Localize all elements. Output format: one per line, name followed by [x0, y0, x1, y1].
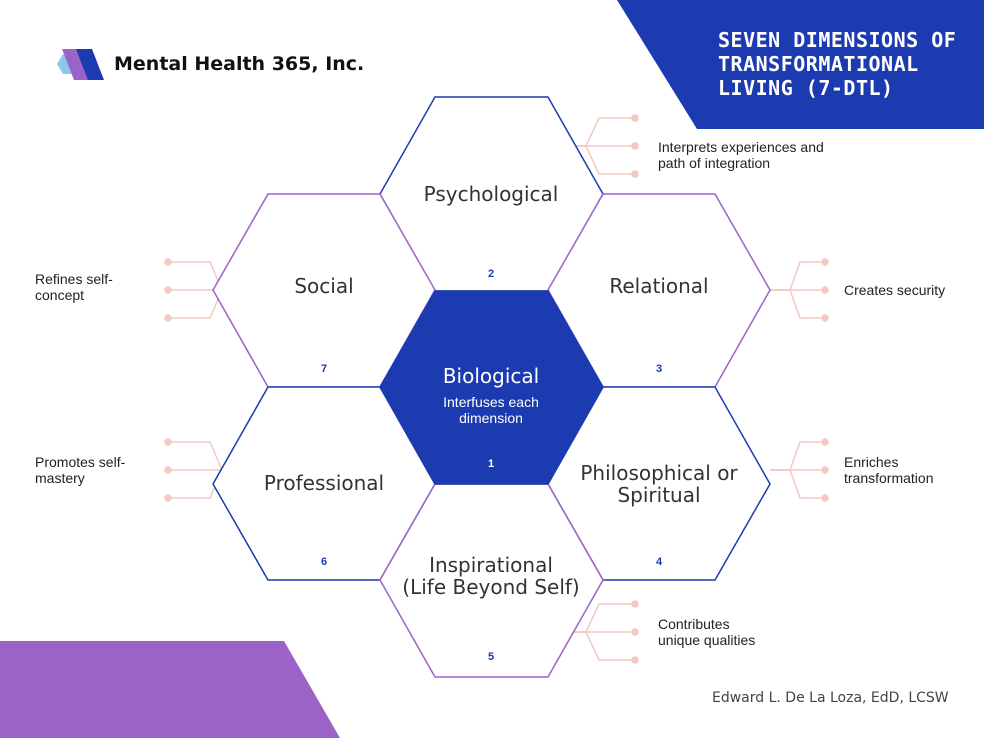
dimension-name-biological: Biological — [442, 364, 540, 388]
brand-logo-icon — [57, 49, 104, 80]
connector-relational — [770, 258, 829, 322]
dimension-number-social: 7 — [320, 363, 328, 375]
hex-biological — [379, 290, 604, 485]
connector-spiritual — [770, 438, 829, 502]
dimension-number-biological: 1 — [487, 458, 495, 470]
note-relational: Creates security — [844, 282, 946, 298]
dimension-number-inspirational: 5 — [487, 651, 495, 663]
dimension-name-psychological: Psychological — [423, 182, 559, 206]
note-inspirational: Contributes unique qualities — [658, 616, 756, 648]
purple-corner-shape — [0, 641, 340, 738]
title-banner — [617, 0, 984, 129]
dimension-number-spiritual: 4 — [655, 556, 663, 568]
dimension-number-relational: 3 — [655, 363, 663, 375]
dimension-name-professional: Professional — [263, 471, 385, 495]
brand: Mental Health 365, Inc. — [48, 46, 364, 82]
brand-name: Mental Health 365, Inc. — [114, 53, 365, 75]
dimension-number-psychological: 2 — [487, 268, 495, 280]
dimension-name-inspirational: Inspirational (Life Beyond Self) — [402, 553, 580, 599]
dimension-name-relational: Relational — [609, 274, 709, 298]
connector-psychological — [557, 114, 639, 178]
dimension-name-social: Social — [294, 274, 354, 298]
note-social: Refines self- concept — [35, 271, 113, 303]
page-title: SEVEN DIMENSIONS OF TRANSFORMATIONAL LIV… — [718, 28, 957, 100]
dimension-name-spiritual: Philosophical or Spiritual — [580, 461, 738, 507]
note-psychological: Interprets experiences and path of integ… — [658, 139, 824, 171]
author-credit: Edward L. De La Loza, EdD, LCSW — [712, 690, 949, 706]
note-spiritual: Enriches transformation — [844, 454, 934, 486]
dimension-subtitle-biological: Interfuses each dimension — [443, 394, 539, 426]
dimension-number-professional: 6 — [320, 556, 328, 568]
note-professional: Promotes self- mastery — [35, 454, 126, 486]
